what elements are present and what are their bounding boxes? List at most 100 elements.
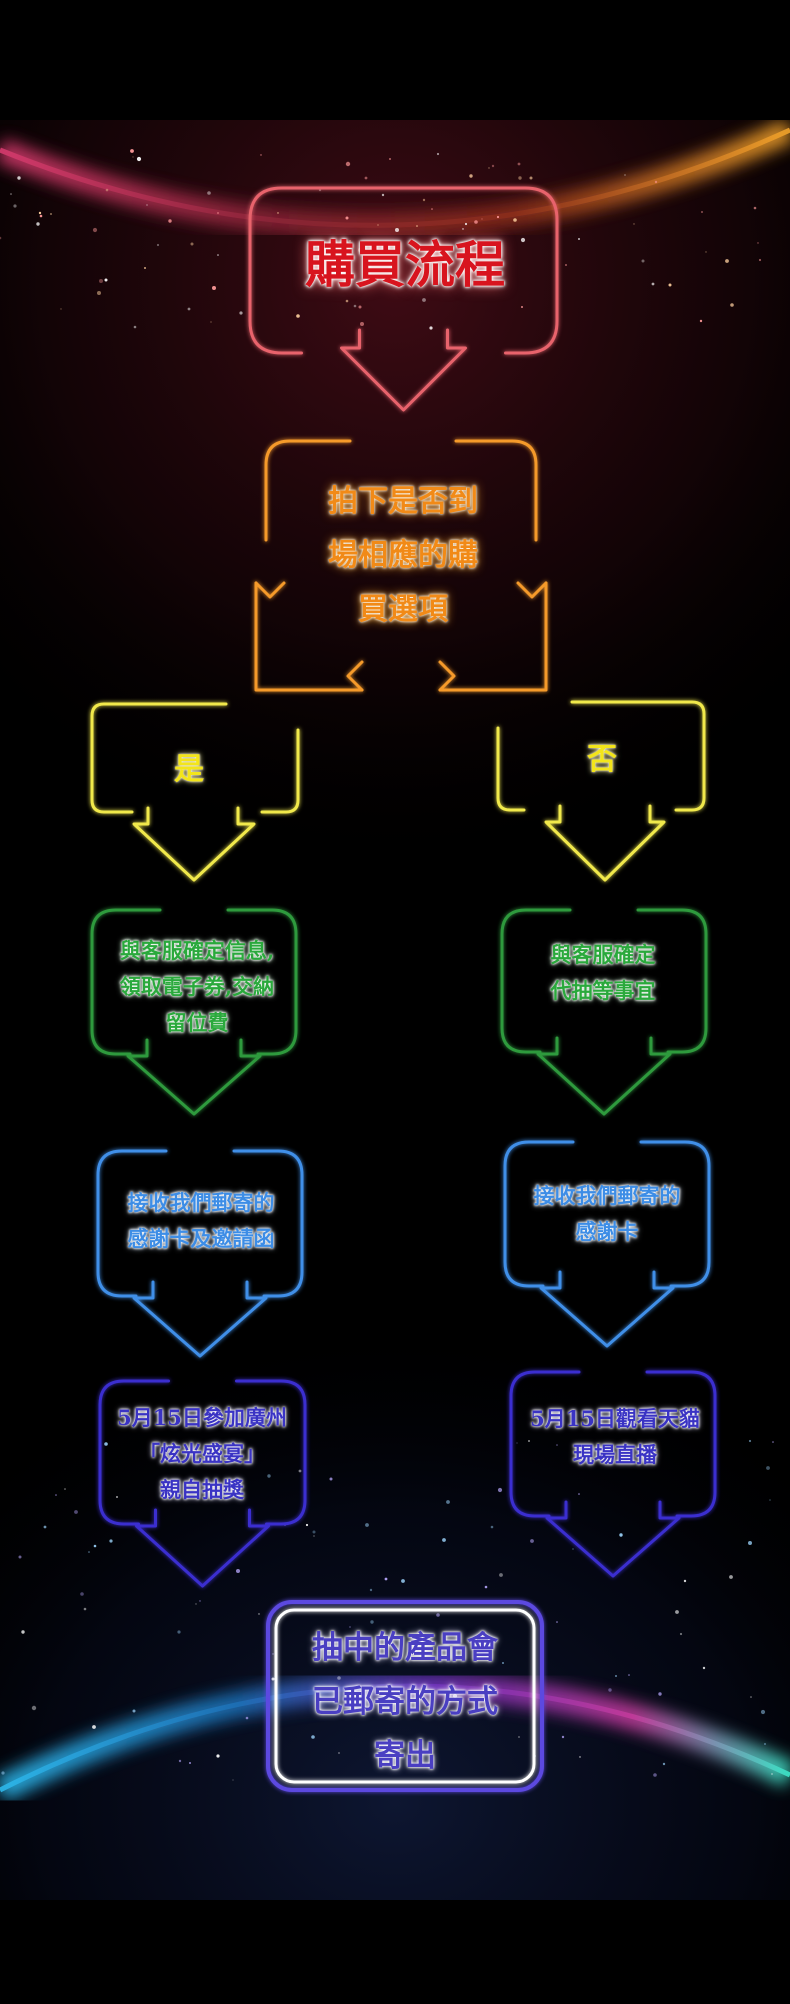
no-step3-box-arrow [545,1500,681,1578]
star [337,1676,341,1680]
star [439,251,441,253]
yes-step1-box-right [226,908,298,1056]
star [370,1620,374,1624]
star [561,1735,565,1739]
star [207,191,211,195]
star [146,204,148,206]
yes-step2-box-left [96,1149,168,1298]
star [349,1626,351,1628]
star [13,204,17,208]
star [345,216,349,220]
yes-step3-label: 5月15日參加廣州 「炫光盛宴」 親自抽獎 [117,1405,287,1502]
no-step1-box-right [636,908,708,1054]
star [178,1759,182,1763]
star [753,206,757,210]
star [177,1630,181,1634]
yes-arrow [132,806,256,882]
star [190,242,194,246]
no-step2-box-arrow [539,1270,675,1348]
star [313,1535,315,1537]
star [217,254,219,256]
star [210,321,212,323]
star [258,1613,260,1615]
question-chevron-bottom-right [438,660,456,692]
no-box-left [496,726,526,812]
star [329,1477,333,1481]
star [364,176,368,180]
star [272,1653,274,1655]
star [267,1474,271,1478]
yes-step2-box-right [232,1149,304,1298]
star [658,1692,662,1696]
star [130,149,134,153]
yes-step3-box-right [235,1379,307,1526]
question-box-bottom-left [254,581,364,692]
no-step3-label: 5月15日觀看天貓 現場直播 [530,1406,700,1467]
star [758,258,762,262]
star [358,248,362,252]
yes-step2-box-arrow [132,1280,268,1358]
star [624,174,626,176]
star [461,267,465,271]
star [474,220,478,224]
star [528,1440,530,1442]
star [105,188,109,192]
star [109,1539,113,1543]
final-label: 抽中的產品會 已郵寄的方式 寄出 [312,1630,498,1774]
star [311,1735,315,1739]
star [497,1487,503,1493]
star [431,208,433,210]
star [88,1551,90,1553]
star [99,279,103,283]
star [104,278,108,282]
star [381,193,385,197]
star [397,1696,401,1700]
star [556,1444,558,1446]
star [701,211,703,213]
star [277,212,279,214]
star [245,1716,249,1720]
star [199,1600,201,1602]
star [518,1736,520,1738]
yes-step2-label: 接收我們郵寄的 感謝卡及邀請函 [127,1190,275,1251]
star [702,1666,706,1670]
star [422,198,426,202]
star [513,218,517,222]
star [608,1688,612,1692]
star [615,1675,617,1677]
yes-step1-box-left [90,908,162,1056]
star [521,306,523,308]
star [416,225,418,227]
star [345,161,351,167]
star [312,1530,316,1534]
star [144,267,146,269]
star [579,1756,581,1758]
star [491,164,495,168]
star [195,1603,197,1605]
star [239,311,243,315]
star [83,1607,87,1611]
star [60,308,62,310]
star [462,228,464,230]
star [156,243,160,247]
star [230,1481,232,1483]
no-step1-label: 與客服確定 代抽等事宜 [550,942,656,1003]
star [216,1754,220,1758]
star [578,238,580,240]
star [43,1525,47,1529]
star [572,1548,574,1550]
star [38,211,42,215]
star [469,174,473,178]
star [50,213,52,215]
star [329,247,333,251]
star [384,1577,388,1581]
star [654,180,658,184]
star [565,264,567,266]
final-box-outer [266,1600,544,1792]
question-box-bottom-right [438,581,548,692]
title-box-arrow [340,328,467,412]
star [416,1760,418,1762]
